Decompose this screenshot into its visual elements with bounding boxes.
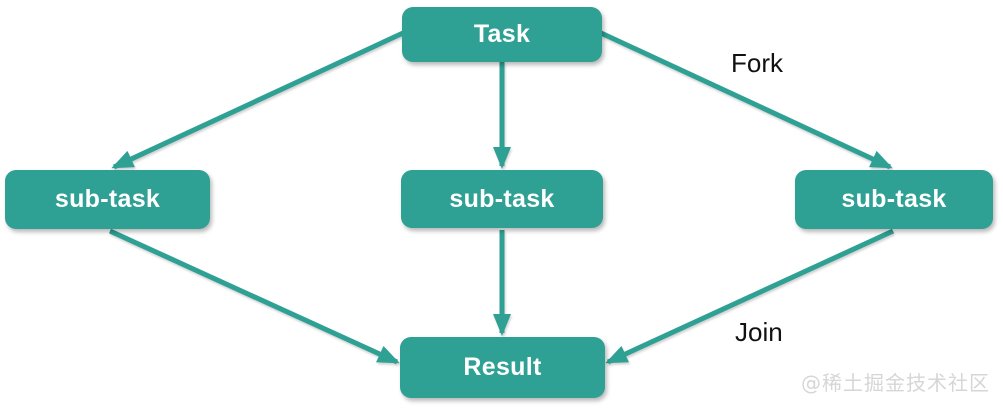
watermark-text: @稀土掘金技术社区 bbox=[801, 371, 990, 395]
arrow-subtask-left-to-result bbox=[108, 228, 400, 365]
join-edge-label: Join bbox=[735, 317, 783, 347]
node-subtask-left: sub-task bbox=[5, 170, 210, 229]
fork-edge-label: Fork bbox=[731, 48, 783, 78]
node-subtask-center: sub-task bbox=[401, 170, 603, 228]
node-subtask-right: sub-task bbox=[795, 170, 993, 229]
node-task: Task bbox=[402, 7, 602, 62]
node-result: Result bbox=[400, 337, 605, 398]
arrow-task-to-subtask-left bbox=[111, 30, 405, 170]
